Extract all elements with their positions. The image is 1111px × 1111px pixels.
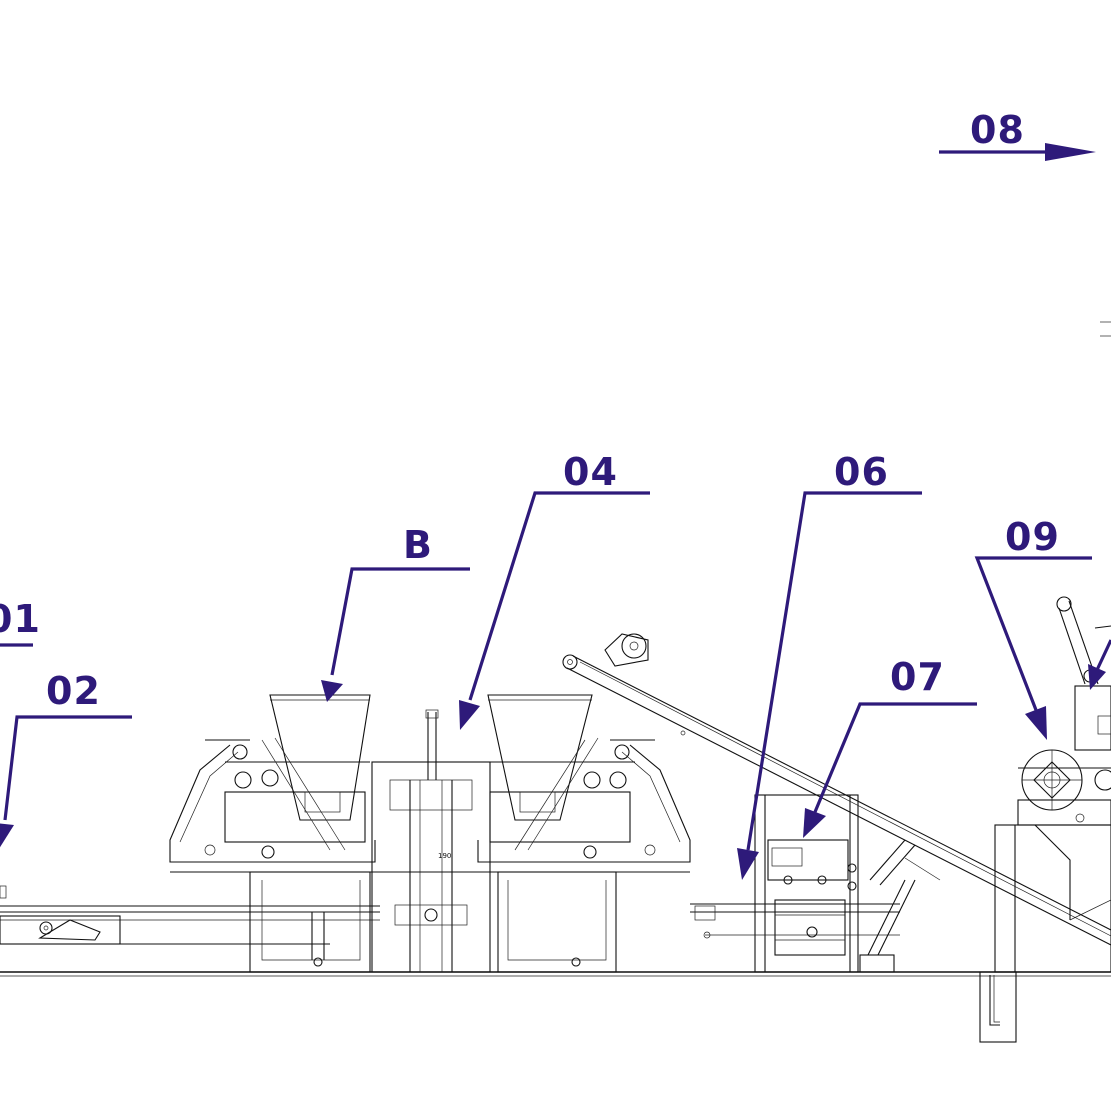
dimension-label: 190: [438, 852, 451, 860]
callout-label-09: 09: [1005, 515, 1060, 559]
callout-07-arrowhead: [803, 808, 826, 838]
callout-08-arrowhead: [1045, 143, 1096, 161]
callout-07-leader: [803, 702, 977, 838]
callout-b-arrowhead: [321, 680, 343, 702]
callout-09-arrowhead: [1025, 706, 1047, 740]
left-infeed-conveyor: [0, 885, 380, 960]
ground-line: [0, 971, 1111, 977]
callout-06-arrowhead: [737, 848, 759, 880]
callout-b-leader: [321, 567, 470, 702]
callout-06-leader: [737, 491, 922, 880]
callout-label-08: 08: [970, 108, 1025, 152]
callout-label-b: B: [403, 523, 433, 567]
right-mixer-unit: [979, 321, 1111, 1043]
inclined-conveyor: [562, 633, 1111, 946]
callout-label-07: 07: [890, 655, 945, 699]
callout-08-arrow: [939, 143, 1096, 161]
callout-label-06: 06: [834, 450, 889, 494]
callout-label-02: 02: [46, 669, 101, 713]
callout-09b-arrowhead: [1088, 664, 1106, 690]
stacker-unit: [690, 794, 916, 973]
callout-label-01: 01: [0, 597, 41, 641]
callout-09-leader: [974, 556, 1111, 740]
main-press-machine: 190: [169, 694, 691, 973]
callout-04-arrowhead: [459, 700, 480, 730]
callout-02-leader: [0, 715, 132, 848]
callout-02-arrowhead: [0, 823, 14, 848]
callout-04-leader: [459, 491, 650, 730]
callout-label-04: 04: [563, 450, 618, 494]
